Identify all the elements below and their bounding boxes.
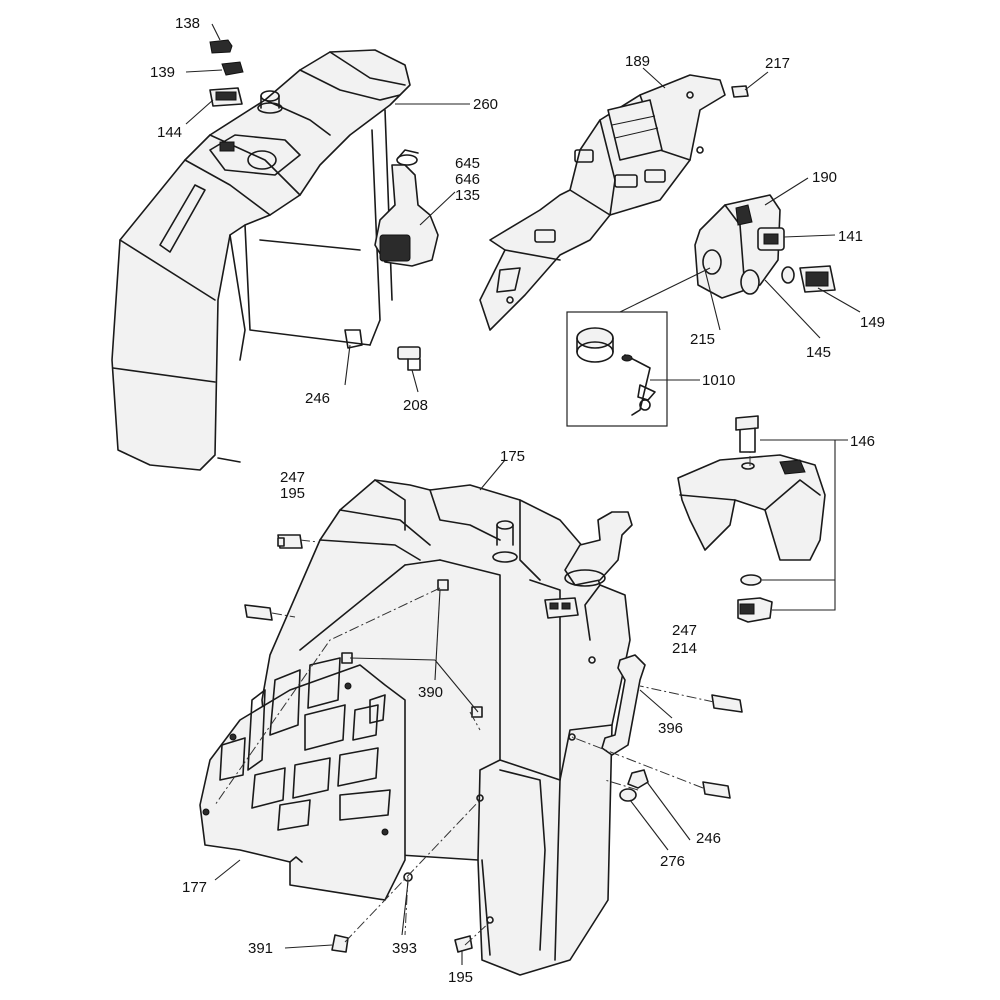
callout-138: 138 [175,15,200,32]
leader-lines [185,23,861,965]
callout-396: 396 [658,720,683,737]
callout-175: 175 [500,448,525,465]
callout-177: 177 [182,879,207,896]
callout-247-lower: 247 [672,622,697,639]
callout-labels: 138 139 144 260 645 646 135 246 208 189 … [150,15,885,986]
callout-246-upper: 246 [305,390,330,407]
callout-190: 190 [812,169,837,186]
callout-276: 276 [660,853,685,870]
callout-246-lower: 246 [696,830,721,847]
callout-247-upper: 247 [280,469,305,486]
mounting-bracket-part [479,74,749,331]
main-console-body-part [261,479,633,976]
callout-645: 645 [455,155,480,172]
callout-139: 139 [150,64,175,81]
callout-189: 189 [625,53,650,70]
callout-214: 214 [672,640,697,657]
callout-391: 391 [248,940,273,957]
console-top-part [677,415,826,623]
callout-144: 144 [157,124,182,141]
callout-149: 149 [860,314,885,331]
alignment-lines [214,452,751,946]
callout-145: 145 [806,344,831,361]
callout-141: 141 [838,228,863,245]
switch-parts-138-139-144 [209,39,244,107]
callout-195-lower: 195 [448,969,473,986]
callout-217: 217 [765,55,790,72]
console-cover-part [111,49,439,471]
key-switch-inset [566,311,668,427]
callout-195-upper: 195 [280,485,305,502]
callout-260: 260 [473,96,498,113]
handle-part [601,654,646,756]
callout-646: 646 [455,171,480,188]
callout-393: 393 [392,940,417,957]
callout-215: 215 [690,331,715,348]
front-plate-part [199,657,406,901]
callout-208: 208 [403,397,428,414]
callout-146: 146 [850,433,875,450]
callout-390: 390 [418,684,443,701]
switch-panel-assembly [694,194,836,299]
fasteners-lower [244,534,743,953]
callout-1010: 1010 [702,372,735,389]
callout-135: 135 [455,187,480,204]
